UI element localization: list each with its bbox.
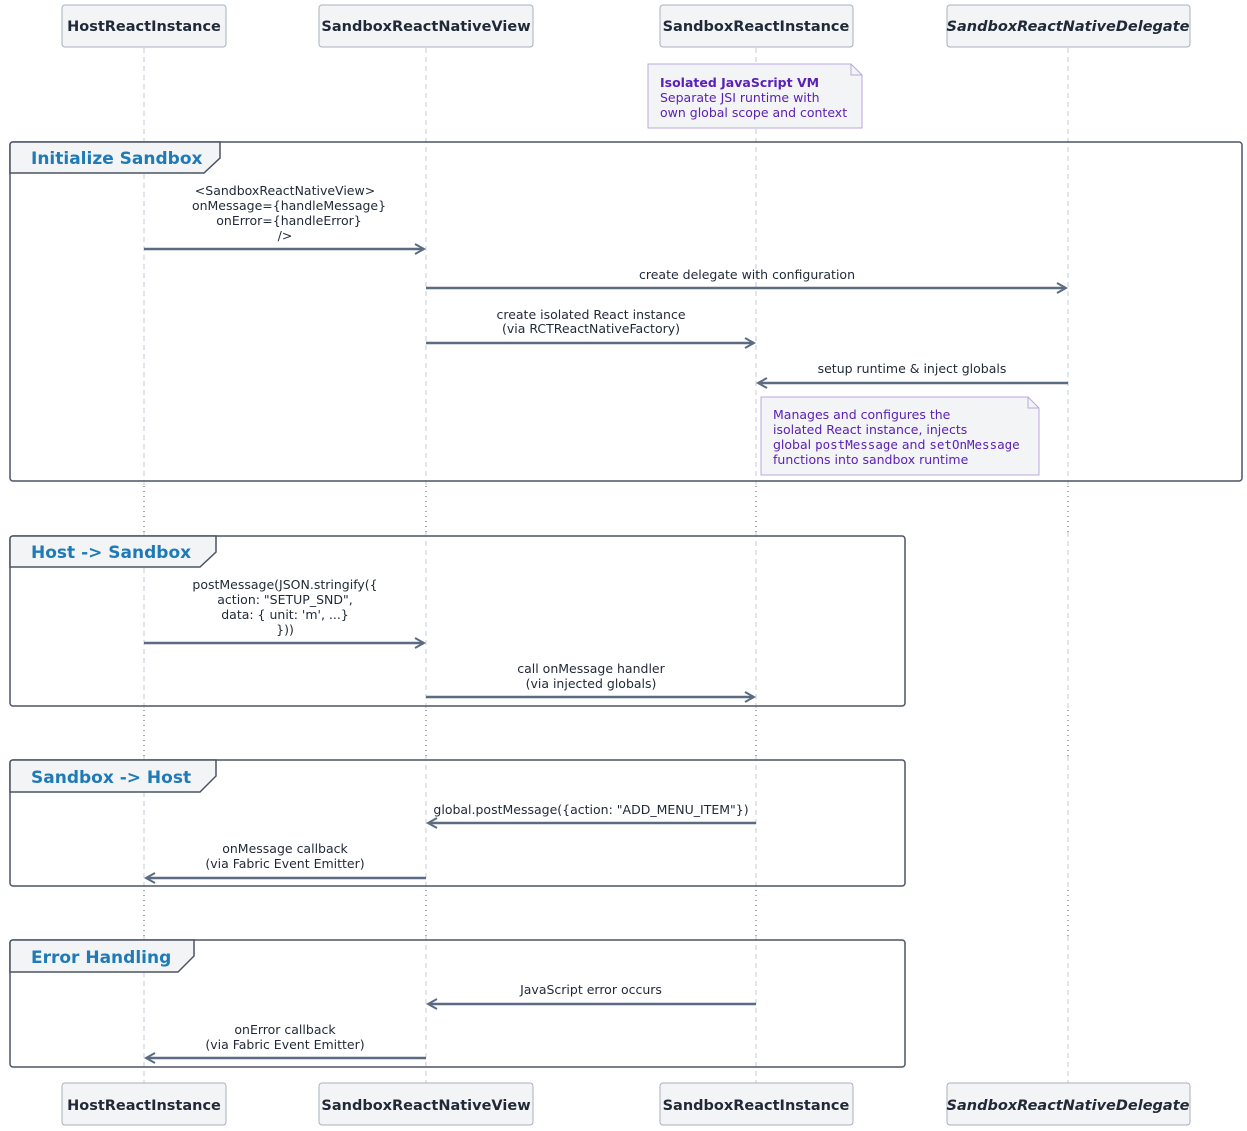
participant-host-top: HostReactInstance xyxy=(61,4,227,48)
message-label: <SandboxReactNativeView> xyxy=(195,183,375,198)
message-label: call onMessage handler xyxy=(517,661,665,676)
note-delegate: Manages and configures the isolated Reac… xyxy=(760,396,1040,476)
participant-view-top: SandboxReactNativeView xyxy=(318,4,534,48)
participant-host-bottom: HostReactInstance xyxy=(61,1082,227,1126)
message-label: (via injected globals) xyxy=(526,676,657,691)
message-onerror-callback: onError callback (via Fabric Event Emitt… xyxy=(146,1022,426,1058)
participant-instance-top: SandboxReactInstance xyxy=(659,4,854,48)
message-onmessage-callback: onMessage callback (via Fabric Event Emi… xyxy=(146,841,426,878)
participant-instance-label: SandboxReactInstance xyxy=(663,1098,850,1114)
participant-delegate-label: SandboxReactNativeDelegate xyxy=(947,1098,1190,1114)
note-isolated-vm: Isolated JavaScript VM Separate JSI runt… xyxy=(647,63,863,129)
participant-host-label: HostReactInstance xyxy=(67,19,221,35)
message-label: create isolated React instance xyxy=(496,307,685,322)
note-vm-line2: own global scope and context xyxy=(660,105,847,120)
message-js-error: JavaScript error occurs xyxy=(428,982,756,1004)
message-setup-runtime: setup runtime & inject globals xyxy=(758,361,1068,383)
note-delegate-line3: global postMessage and setOnMessage xyxy=(773,437,1020,452)
message-label: global.postMessage({action: "ADD_MENU_IT… xyxy=(433,802,748,817)
message-label: (via Fabric Event Emitter) xyxy=(205,1037,364,1052)
participant-delegate-bottom: SandboxReactNativeDelegate xyxy=(946,1082,1191,1126)
participants-bottom: HostReactInstance SandboxReactNativeView… xyxy=(61,1082,1191,1126)
message-label: action: "SETUP_SND", xyxy=(217,592,352,607)
note-delegate-line1: Manages and configures the xyxy=(773,407,951,422)
participant-view-bottom: SandboxReactNativeView xyxy=(318,1082,534,1126)
message-global-postmessage: global.postMessage({action: "ADD_MENU_IT… xyxy=(428,802,756,823)
participant-view-label: SandboxReactNativeView xyxy=(321,19,530,35)
message-label: setup runtime & inject globals xyxy=(818,361,1007,376)
message-label: })) xyxy=(276,622,294,637)
message-label: (via Fabric Event Emitter) xyxy=(205,856,364,871)
note-vm-line1: Separate JSI runtime with xyxy=(660,90,820,105)
group-sandbox-to-host: Sandbox -> Host xyxy=(9,759,906,887)
participant-instance-label: SandboxReactInstance xyxy=(663,19,850,35)
group-error-handling: Error Handling xyxy=(9,939,906,1068)
message-label: onMessage={handleMessage} xyxy=(192,198,386,213)
group-title: Sandbox -> Host xyxy=(31,768,191,788)
message-label: JavaScript error occurs xyxy=(519,982,662,997)
message-label: /> xyxy=(278,228,293,243)
participant-host-label: HostReactInstance xyxy=(67,1098,221,1114)
note-delegate-line2: isolated React instance, injects xyxy=(773,422,967,437)
message-label: (via RCTReactNativeFactory) xyxy=(502,321,680,336)
group-title: Host -> Sandbox xyxy=(31,543,191,563)
note-delegate-postmessage-code: postMessage xyxy=(815,437,898,452)
message-post-message-host: postMessage(JSON.stringify({ action: "SE… xyxy=(144,577,424,643)
group-title: Error Handling xyxy=(31,948,171,968)
group-initialize-sandbox: Initialize Sandbox xyxy=(9,141,1243,482)
note-vm-title: Isolated JavaScript VM xyxy=(660,75,819,90)
message-create-delegate: create delegate with configuration xyxy=(426,267,1066,288)
message-label: create delegate with configuration xyxy=(639,267,855,282)
note-delegate-setonmessage-code: setOnMessage xyxy=(929,437,1019,452)
message-call-onmessage: call onMessage handler (via injected glo… xyxy=(426,661,754,697)
message-create-react-instance: create isolated React instance (via RCTR… xyxy=(426,307,754,343)
group-title: Initialize Sandbox xyxy=(31,149,203,169)
participants-top: HostReactInstance SandboxReactNativeView… xyxy=(61,4,1191,48)
note-delegate-line3-part: global xyxy=(773,437,815,452)
group-host-to-sandbox: Host -> Sandbox xyxy=(9,535,906,707)
note-delegate-line3-part: and xyxy=(898,437,929,452)
participant-delegate-top: SandboxReactNativeDelegate xyxy=(946,4,1191,48)
message-label: data: { unit: 'm', ...} xyxy=(221,607,349,622)
note-delegate-line4: functions into sandbox runtime xyxy=(773,452,969,467)
participant-instance-bottom: SandboxReactInstance xyxy=(659,1082,854,1126)
message-label: onError callback xyxy=(234,1022,336,1037)
message-render-sandbox-view: <SandboxReactNativeView> onMessage={hand… xyxy=(144,183,424,249)
message-label: postMessage(JSON.stringify({ xyxy=(192,577,377,592)
participant-view-label: SandboxReactNativeView xyxy=(321,1098,530,1114)
message-label: onMessage callback xyxy=(222,841,348,856)
participant-delegate-label: SandboxReactNativeDelegate xyxy=(947,19,1190,35)
message-label: onError={handleError} xyxy=(216,213,362,228)
